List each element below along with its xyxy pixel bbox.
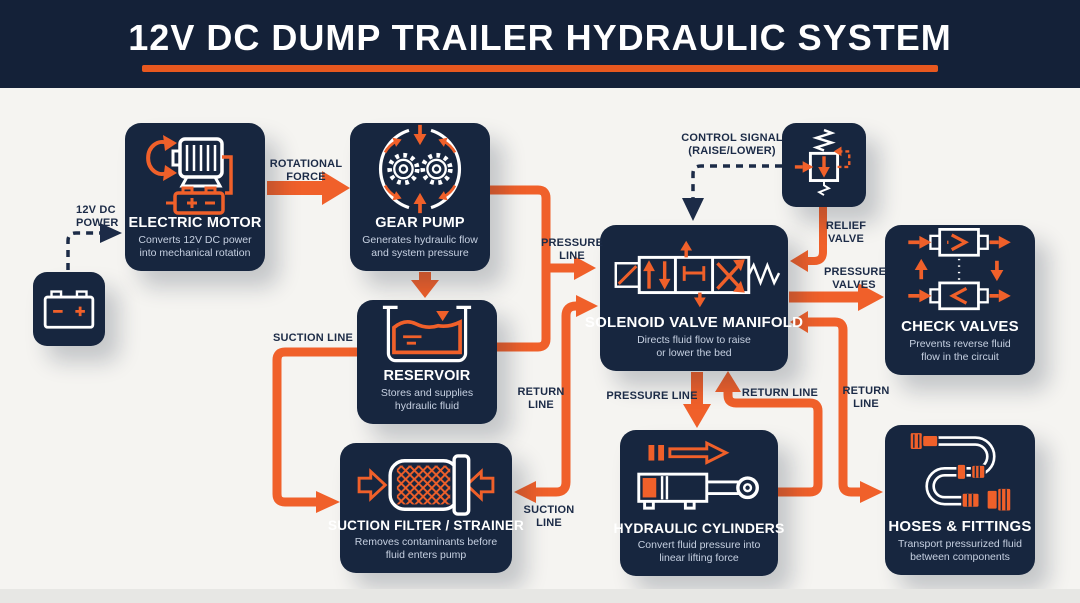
pressure-valves-arrow [789, 283, 884, 311]
battery-icon [37, 276, 101, 342]
hydraulic-cylinder-icon [626, 438, 772, 520]
node-title: HYDRAULIC CYLINDERS [613, 520, 785, 537]
node-title: GEAR PUMP [375, 215, 465, 232]
label-suction-line-reservoir: SUCTION LINE [272, 332, 353, 344]
node-battery [33, 272, 105, 346]
node-title: HOSES & FITTINGS [888, 518, 1032, 536]
label-power-line: 12V DC POWER [76, 204, 119, 230]
node-title: ELECTRIC MOTOR [128, 215, 262, 232]
reservoir-icon [363, 300, 491, 368]
header-bar: 12V DC DUMP TRAILER HYDRAULIC SYSTEM [0, 0, 1080, 88]
node-subtitle: Stores and supplies hydraulic fluid [380, 387, 474, 413]
node-solenoid-valve-manifold: SOLENOID VALVE MANIFOLD Directs fluid fl… [585, 225, 803, 371]
node-gear-pump: GEAR PUMP Generates hydraulic flow and s… [350, 123, 490, 271]
label-return-line-right: RETURN LINE [842, 385, 890, 411]
return-line-cylinders [715, 371, 823, 497]
node-suction-filter: SUCTION FILTER / STRAINER Removes contam… [328, 443, 524, 573]
node-subtitle: Generates hydraulic flow and system pres… [362, 234, 478, 260]
node-subtitle: Convert fluid pressure into linear lifti… [637, 539, 761, 565]
label-suction-line-mid: SUCTION LINE [523, 504, 575, 530]
label-pressure-line-pump: PRESSURE LINE [541, 237, 604, 263]
label-return-line-mid: RETURN LINE [517, 386, 565, 412]
node-title: SUCTION FILTER / STRAINER [328, 518, 524, 534]
suction-line [272, 347, 357, 513]
node-subtitle: Transport pressurized fluid between comp… [898, 538, 1022, 564]
gear-pump-icon [356, 123, 484, 215]
filter-icon [346, 451, 506, 518]
label-rotational-force: ROTATIONAL FORCE [269, 158, 343, 184]
label-return-line-cylinders: RETURN LINE [741, 387, 819, 399]
node-subtitle: Directs fluid flow to raise or lower the… [637, 334, 751, 360]
node-reservoir: RESERVOIR Stores and supplies hydraulic … [357, 300, 497, 424]
solenoid-valve-icon [606, 233, 782, 314]
control-signal-dashed [682, 164, 782, 221]
page-title: 12V DC DUMP TRAILER HYDRAULIC SYSTEM [128, 16, 952, 58]
node-title: CHECK VALVES [901, 318, 1019, 336]
label-pressure-line-cylinders: PRESSURE LINE [606, 390, 698, 402]
node-subtitle: Converts 12V DC power into mechanical ro… [138, 234, 252, 260]
pressure-line [490, 185, 596, 352]
node-subtitle: Removes contaminants before fluid enters… [354, 536, 498, 562]
title-underline [142, 64, 938, 72]
node-relief-valve [782, 123, 866, 207]
node-hydraulic-cylinders: HYDRAULIC CYLINDERS Convert fluid pressu… [613, 430, 784, 576]
check-valve-icon [891, 222, 1029, 318]
pump-to-reservoir-arrow [411, 272, 439, 298]
node-hoses-fittings: HOSES & FITTINGS Transport pressurized f… [885, 425, 1035, 575]
label-control-signal: CONTROL SIGNAL (RAISE/LOWER) [681, 132, 783, 158]
label-relief-valve: RELIEF VALVE [825, 220, 867, 246]
node-title: SOLENOID VALVE MANIFOLD [584, 314, 804, 332]
relief-valve-icon [786, 127, 862, 203]
node-subtitle: Prevents reverse fluid flow in the circu… [909, 338, 1011, 364]
node-electric-motor: ELECTRIC MOTOR Converts 12V DC power int… [125, 123, 265, 271]
pressure-line-down-arrow [683, 372, 711, 428]
node-title: RESERVOIR [383, 368, 471, 385]
rotational-force-arrow [267, 171, 350, 205]
return-line-right [790, 311, 883, 503]
node-check-valves: CHECK VALVES Prevents reverse fluid flow… [885, 225, 1035, 375]
label-pressure-valves: PRESSURE VALVES [824, 266, 887, 292]
motor-icon [131, 127, 259, 216]
power-line-dashed [66, 223, 122, 270]
return-suction-line [514, 295, 598, 503]
relief-valve-line [790, 207, 827, 272]
footer-band [0, 589, 1080, 603]
hose-fitting-icon [891, 418, 1029, 518]
